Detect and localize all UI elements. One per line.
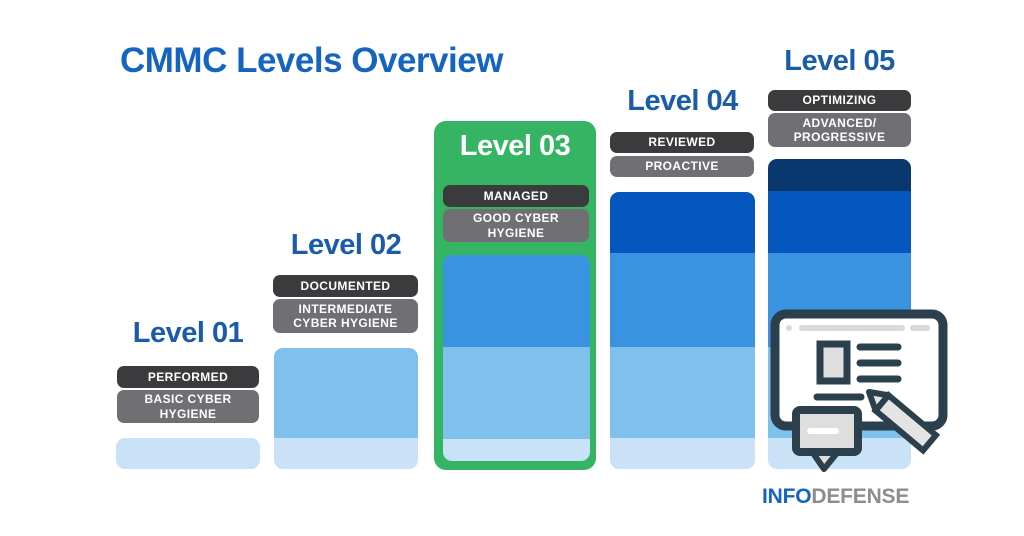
level-02-hygiene-badge: INTERMEDIATE CYBER HYGIENE [273, 299, 418, 333]
bar-segment [116, 438, 260, 469]
certificate-pen-icon [770, 309, 948, 472]
level-02-title: Level 02 [290, 229, 402, 261]
bar-segment [610, 192, 755, 253]
bar-segment [274, 348, 418, 438]
logo-defense-part: DEFENSE [811, 485, 910, 508]
level-01-title: Level 01 [132, 317, 244, 349]
bar-segment [768, 159, 911, 191]
level-04-practice-badge: REVIEWED [610, 132, 754, 153]
level-01-bar [116, 438, 260, 469]
logo-info-part: INFO [762, 485, 812, 508]
level-02-practice-badge: DOCUMENTED [273, 275, 418, 297]
bar-segment [274, 438, 418, 469]
level-01-practice-badge: PERFORMED [117, 366, 259, 388]
level-03-title: Level 03 [459, 130, 571, 162]
bar-segment [610, 347, 755, 438]
level-03-practice-badge: MANAGED [443, 185, 589, 207]
level-04-title: Level 04 [627, 85, 738, 117]
infodefense-logo: INFODEFENSE [762, 485, 909, 509]
level-03-bar [443, 255, 590, 461]
level-04-bar [610, 192, 755, 469]
bar-segment [610, 253, 755, 347]
level-05-hygiene-badge: ADVANCED/ PROGRESSIVE [768, 113, 911, 147]
level-03-hygiene-badge: GOOD CYBER HYGIENE [443, 209, 589, 242]
bar-segment [443, 255, 590, 347]
level-04-hygiene-badge: PROACTIVE [610, 156, 754, 177]
level-05-title: Level 05 [784, 45, 895, 77]
level-02-bar [274, 348, 418, 469]
page-title: CMMC Levels Overview [120, 41, 503, 80]
bar-segment [768, 191, 911, 253]
level-01-hygiene-badge: BASIC CYBER HYGIENE [117, 390, 259, 423]
bar-segment [443, 439, 590, 461]
level-05-practice-badge: OPTIMIZING [768, 90, 911, 111]
bar-segment [443, 347, 590, 439]
bar-segment [610, 438, 755, 469]
